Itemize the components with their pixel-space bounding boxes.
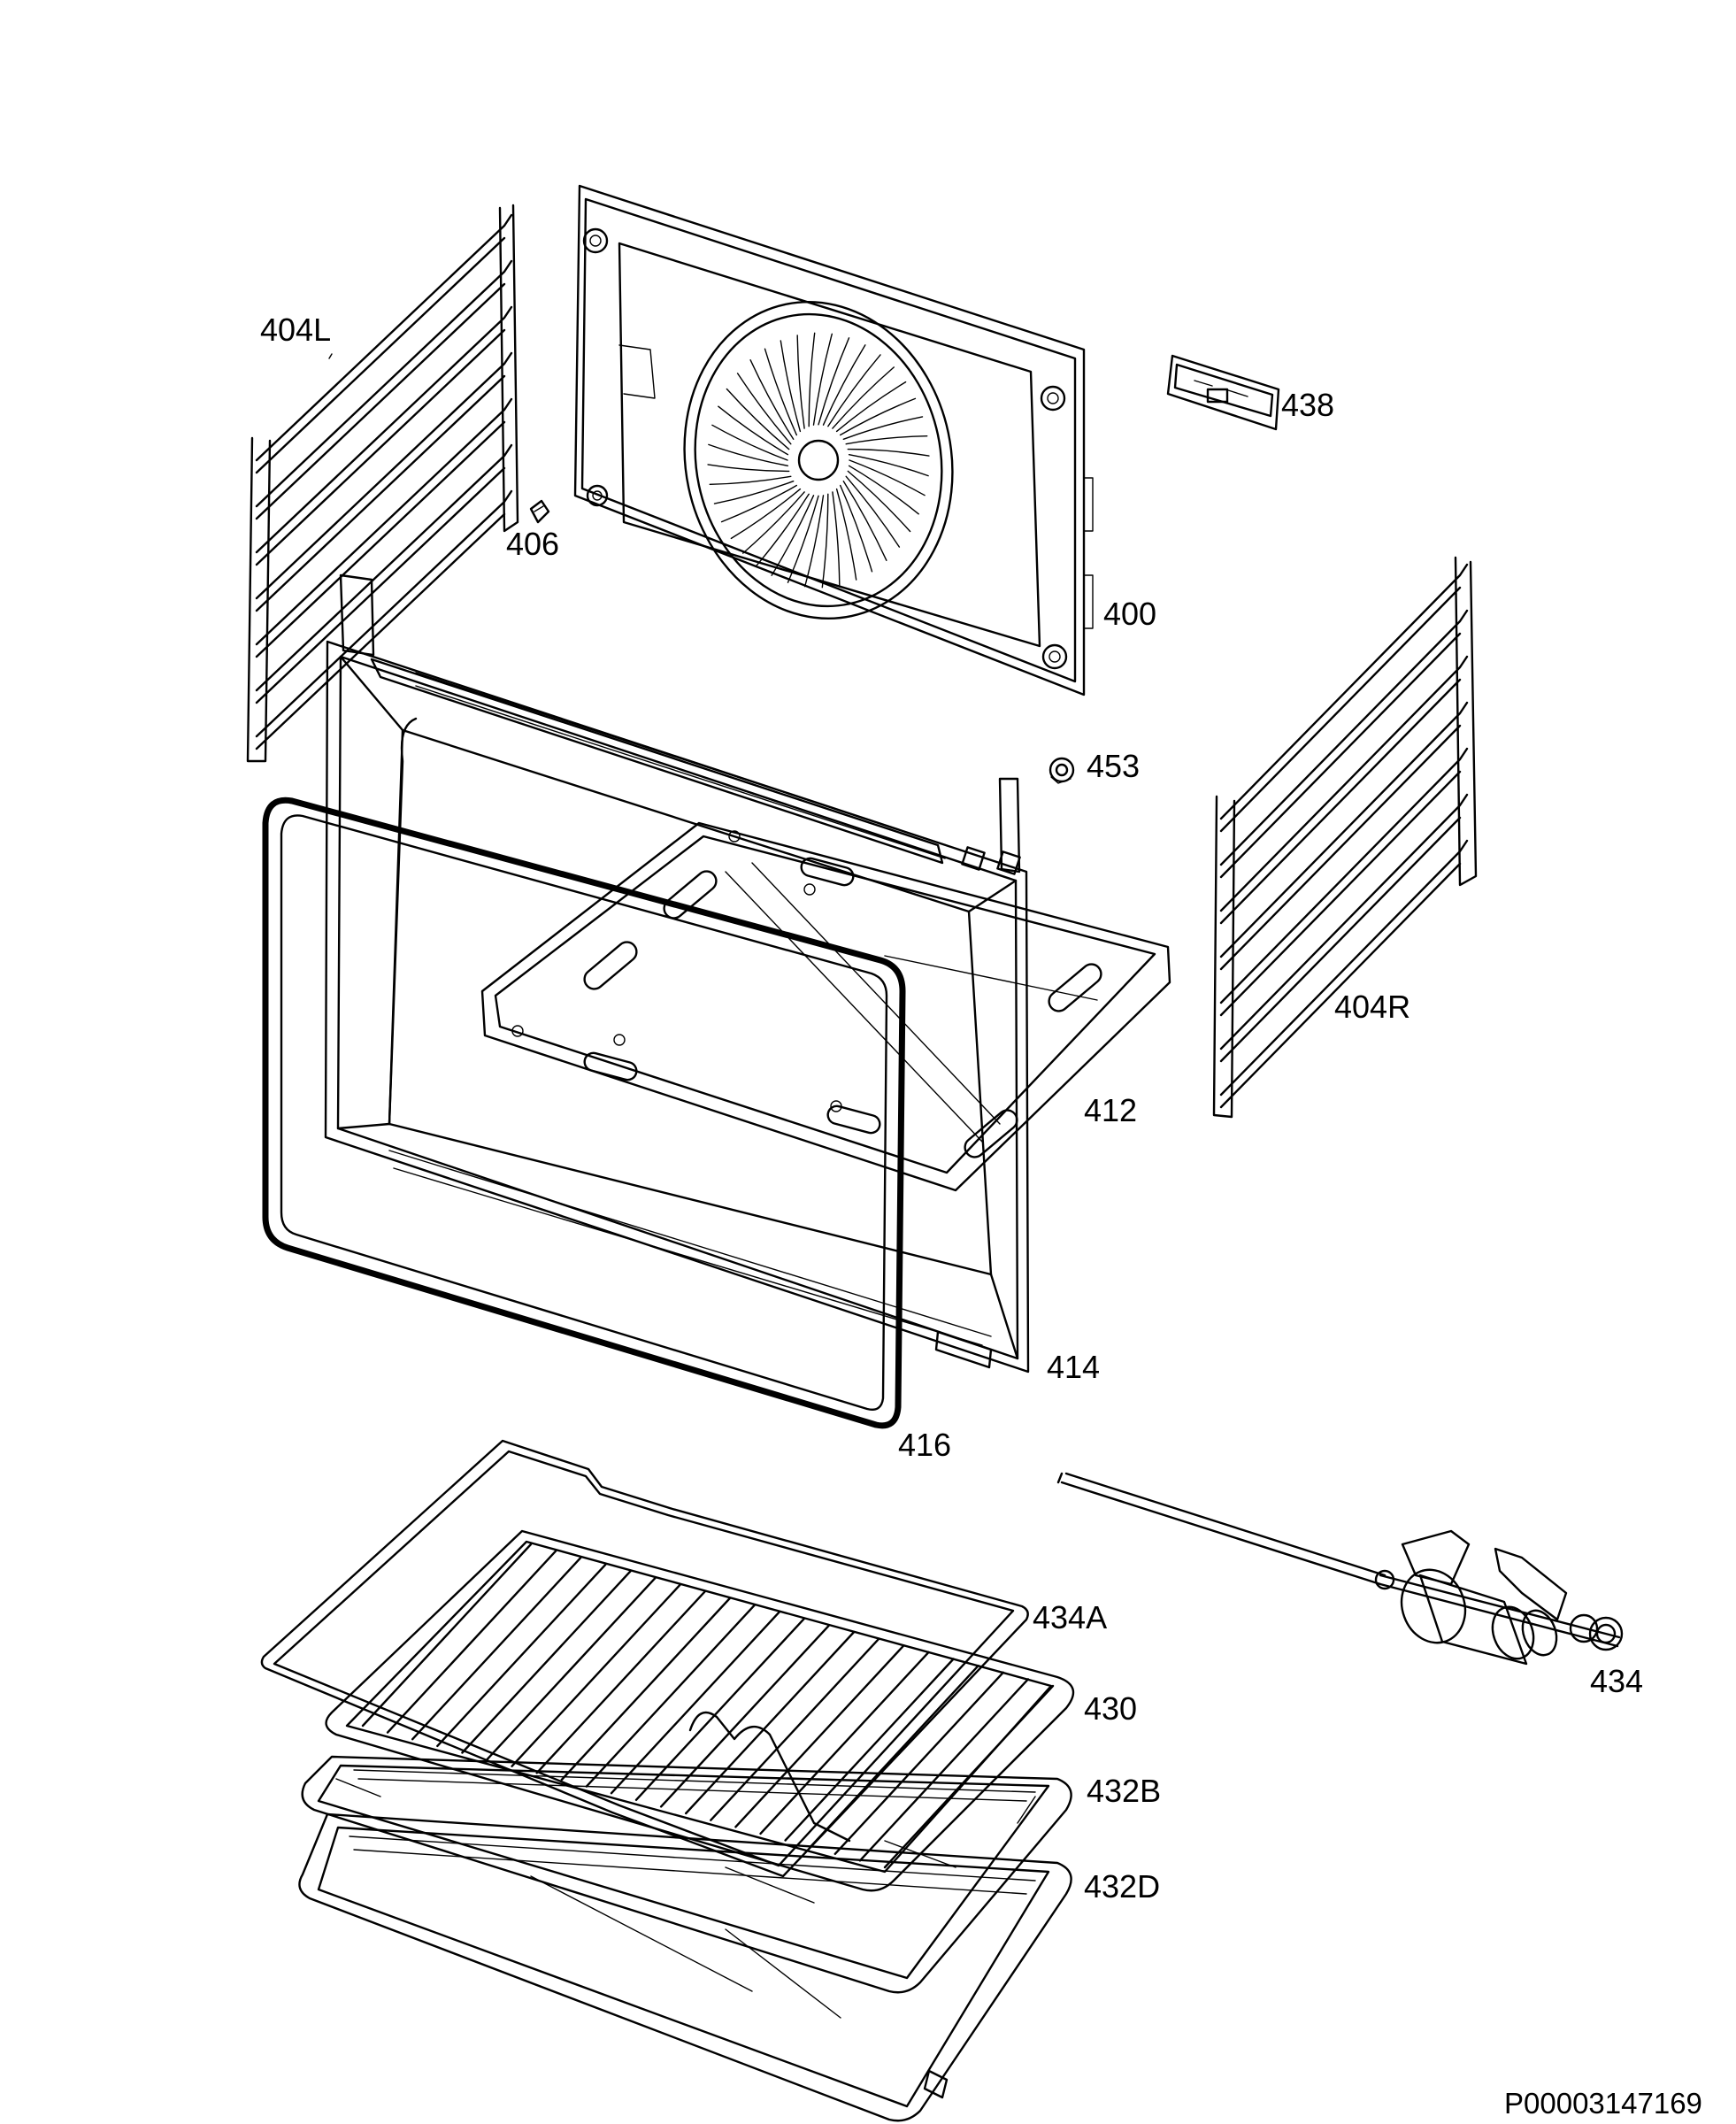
label-434A: 434A	[1033, 1599, 1107, 1635]
bracket-438	[1166, 354, 1280, 431]
label-434: 434	[1590, 1663, 1643, 1699]
back-panel-400	[573, 184, 1094, 696]
baking-tray-432B	[301, 1755, 1072, 1994]
shelf-rack-right-404R	[1212, 556, 1478, 1119]
label-400: 400	[1103, 596, 1156, 632]
label-414: 414	[1047, 1349, 1100, 1385]
label-432B: 432B	[1087, 1773, 1161, 1809]
label-438: 438	[1281, 387, 1334, 423]
label-432D: 432D	[1084, 1868, 1160, 1905]
bottom-plate-412	[480, 821, 1171, 1192]
leader-lines	[328, 353, 333, 359]
grill-insert-434A	[260, 1439, 1029, 1878]
label-453: 453	[1087, 748, 1140, 784]
label-416: 416	[898, 1427, 951, 1463]
label-430: 430	[1084, 1690, 1137, 1727]
label-412: 412	[1084, 1092, 1137, 1128]
fan-vents	[707, 332, 930, 589]
cavity-frame-414	[324, 573, 1030, 1374]
shelf-rack-left-404L	[246, 204, 519, 763]
document-code: P00003147169	[1504, 2087, 1702, 2120]
deep-tray-432D	[298, 1812, 1072, 2122]
nut-453	[1049, 757, 1075, 784]
label-404R: 404R	[1334, 989, 1410, 1025]
label-406: 406	[506, 526, 559, 562]
label-404L: 404L	[260, 312, 331, 348]
rotisserie-spit-434	[1056, 1472, 1624, 1666]
clip-406	[529, 499, 550, 524]
grid-shelf-430	[325, 1529, 1075, 1892]
door-gasket-416	[262, 796, 906, 1429]
